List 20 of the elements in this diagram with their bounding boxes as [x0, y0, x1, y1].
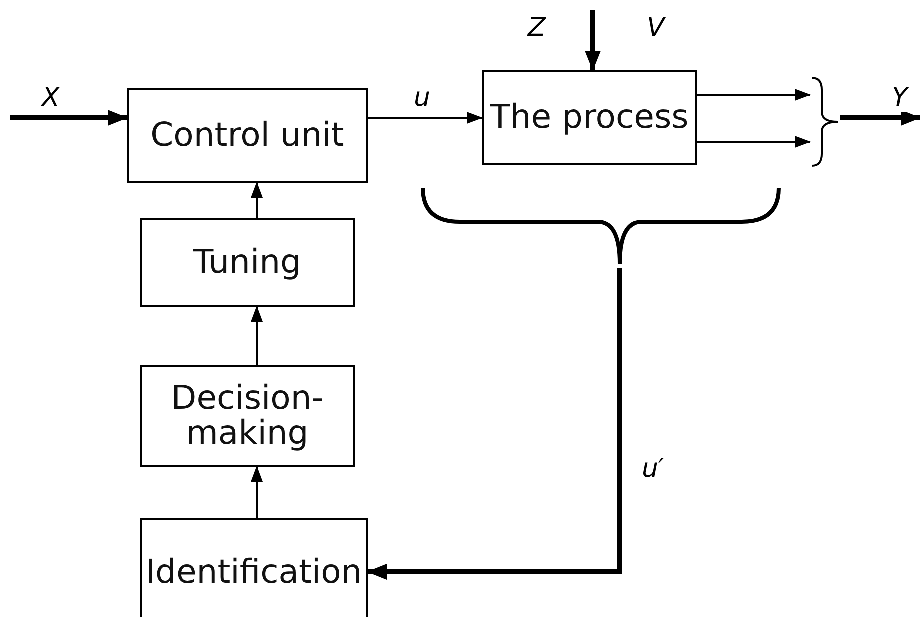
process-box: [140, 218, 355, 307]
process-box: [482, 70, 697, 165]
box-label: Identification: [146, 554, 362, 590]
process-box: [140, 518, 368, 617]
arrow: [251, 466, 263, 518]
arrow: [251, 306, 263, 365]
box-label: Decision-making: [170, 381, 325, 451]
box-label: The process: [490, 100, 689, 135]
arrow: [840, 110, 920, 126]
arrow: [368, 112, 483, 124]
process-box: [127, 88, 368, 183]
box-label: Tuning: [193, 245, 302, 280]
process-box: [140, 365, 355, 467]
arrow: [697, 89, 811, 101]
arrow: [251, 182, 263, 218]
arrow: [367, 268, 622, 580]
arrow: [585, 10, 601, 71]
box-label: Control unit: [150, 118, 344, 153]
arrow: [10, 110, 128, 126]
arrow: [697, 136, 811, 148]
